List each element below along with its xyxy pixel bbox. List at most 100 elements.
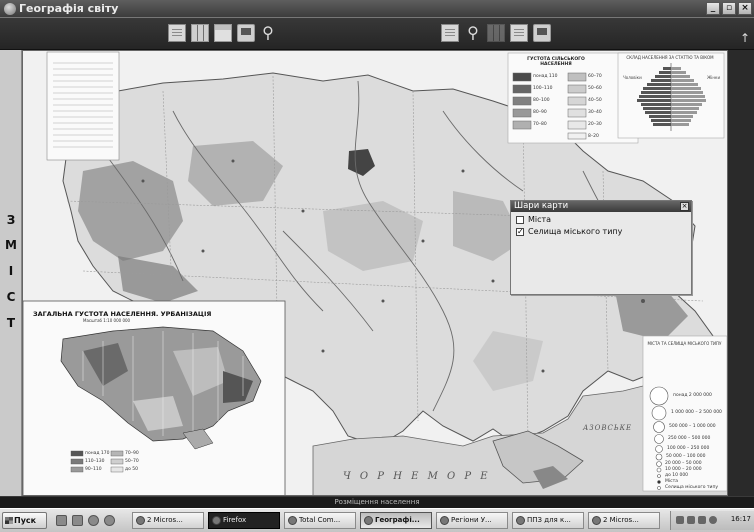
layers-panel-close-button[interactable]: ×: [680, 202, 689, 211]
inset-map-title: ЗАГАЛЬНА ГУСТОТА НАСЕЛЕННЯ. УРБАНІЗАЦІЯ: [33, 310, 212, 318]
monitor-icon[interactable]: [237, 24, 255, 42]
table-view-icon[interactable]: [214, 24, 232, 42]
density-legend-item: 50–60: [588, 86, 602, 91]
density-legend-item: 8–20: [588, 134, 599, 139]
document-icon[interactable]: [168, 24, 186, 42]
grid-view-icon[interactable]: [191, 24, 209, 42]
layers-panel-title[interactable]: Шари карти: [511, 201, 691, 212]
regions-app-icon: [440, 516, 449, 525]
system-tray: 16:17: [670, 511, 754, 530]
layer-label-urban-settlements: Селища міського типу: [528, 227, 623, 236]
clock[interactable]: 16:17: [730, 515, 751, 523]
density-legend-item: 100–110: [533, 86, 553, 91]
density-legend-item: 40–50: [588, 98, 602, 103]
density-legend-item: 20–30: [588, 122, 602, 127]
pyramid-women-label: Жінки: [707, 75, 721, 80]
software-app-icon: [516, 516, 525, 525]
layer-row-cities[interactable]: Міста: [516, 215, 551, 224]
density-legend-item: понад 110: [533, 74, 558, 79]
taskbar-item[interactable]: ППЗ для к...: [512, 512, 584, 529]
print-icon[interactable]: [533, 24, 551, 42]
side-panel[interactable]: З М І С Т: [0, 50, 22, 496]
taskbar-item[interactable]: Total Com...: [284, 512, 356, 529]
taskbar-item-label: Total Com...: [299, 516, 341, 524]
toolbar: ⚲ ⚲: [0, 18, 754, 50]
taskbar-item-label: Географі...: [375, 516, 420, 524]
geography-app-icon: [364, 516, 373, 525]
minimize-button[interactable]: _: [706, 2, 720, 15]
inset-legend-item: понад 170: [85, 451, 110, 456]
pages-icon[interactable]: [510, 24, 528, 42]
quicklaunch-browser-icon[interactable]: [88, 515, 99, 526]
inset-legend-item: 90–110: [85, 467, 102, 472]
windows-logo-icon: [5, 517, 13, 524]
links-icon[interactable]: ⚲: [262, 23, 274, 42]
quicklaunch-media-icon[interactable]: [104, 515, 115, 526]
taskbar-item[interactable]: Регіони У...: [436, 512, 508, 529]
tray-language-icon[interactable]: [698, 516, 706, 524]
map-drawing: [23, 51, 727, 495]
cities-legend-item: 500 000 – 1 000 000: [669, 424, 716, 429]
scroll-up-icon[interactable]: ↑: [740, 31, 751, 45]
cities-legend-title: МІСТА ТА СЕЛИЩА МІСЬКОГО ТИПУ: [647, 341, 722, 346]
window-controls: _ ▫ ×: [706, 2, 752, 15]
word-icon: [136, 516, 145, 525]
tray-volume-icon[interactable]: [709, 516, 717, 524]
taskbar-item-label: 2 Micros...: [147, 516, 183, 524]
black-sea-label: Ч О Р Н Е М О Р Е: [343, 471, 491, 482]
quicklaunch-desktop-icon[interactable]: [56, 515, 67, 526]
right-margin: [728, 50, 754, 496]
age-pyramid: [637, 63, 706, 131]
side-letter: З: [6, 213, 16, 227]
layer-label-cities: Міста: [528, 215, 552, 224]
taskbar-item-label: Firefox: [223, 516, 247, 524]
start-button[interactable]: Пуск: [2, 512, 47, 529]
total-commander-icon: [288, 516, 297, 525]
taskbar-item[interactable]: 2 Micros...: [588, 512, 660, 529]
layer-checkbox-cities[interactable]: [516, 215, 524, 224]
side-letter: М: [5, 238, 17, 252]
density-legend-item: 70–80: [533, 122, 547, 127]
cities-legend-item: 250 000 – 500 000: [668, 436, 711, 441]
taskbar-item-active[interactable]: Географі...: [360, 512, 432, 529]
side-letter: І: [8, 264, 14, 278]
zoom-icon[interactable]: ⚲: [467, 23, 479, 42]
density-legend-item: 80–100: [533, 98, 550, 103]
cities-legend-item: 1 000 000 – 2 500 000: [671, 410, 722, 415]
tray-network-icon[interactable]: [676, 516, 684, 524]
title-bar: Географія світу _ ▫ ×: [0, 0, 754, 18]
density-legend-item: 30–40: [588, 110, 602, 115]
close-button[interactable]: ×: [738, 2, 752, 15]
taskbar: Пуск 2 Micros... Firefox Total Com... Ге…: [0, 508, 754, 532]
inset-legend-item: 70–90: [125, 451, 139, 456]
taskbar-item[interactable]: 2 Micros...: [132, 512, 204, 529]
layer-row-urban-settlements[interactable]: ✓ Селища міського типу: [516, 227, 622, 236]
status-text: Розміщення населення: [334, 498, 420, 506]
density-legend-item: 60–70: [588, 74, 602, 79]
layer-checkbox-urban-settlements[interactable]: ✓: [516, 226, 524, 236]
cities-legend-item: понад 2 000 000: [673, 393, 712, 398]
inset-legend-item: 50–70: [125, 459, 139, 464]
taskbar-item-label: ППЗ для к...: [527, 516, 571, 524]
cities-legend-item: 100 000 – 250 000: [667, 446, 710, 451]
map-layers-panel[interactable]: Шари карти × Міста ✓ Селища міського тип…: [510, 200, 692, 295]
azov-sea-label: АЗОВСЬКЕ: [583, 424, 633, 432]
age-pyramid-title: СКЛАД НАСЕЛЕННЯ ЗА СТАТТЮ ТА ВІКОМ: [626, 55, 714, 60]
inset-legend-item: до 50: [125, 467, 139, 472]
quicklaunch-save-icon[interactable]: [72, 515, 83, 526]
word-icon: [592, 516, 601, 525]
taskbar-item[interactable]: Firefox: [208, 512, 280, 529]
taskbar-item-label: 2 Micros...: [603, 516, 639, 524]
start-label: Пуск: [14, 516, 37, 525]
export-icon[interactable]: [441, 24, 459, 42]
density-legend-item: 80–90: [533, 110, 547, 115]
map-canvas[interactable]: ЗАГАЛЬНА ГУСТОТА НАСЕЛЕННЯ. УРБАНІЗАЦІЯ …: [22, 50, 728, 496]
tray-antivirus-icon[interactable]: [687, 516, 695, 524]
inset-map-scale: Масштаб 1:10 000 000: [83, 318, 131, 323]
inset-legend-item: 110–130: [85, 459, 105, 464]
maximize-button[interactable]: ▫: [722, 2, 736, 15]
density-legend-title: ГУСТОТА СІЛЬСЬКОГО НАСЕЛЕННЯ: [527, 57, 585, 67]
cities-legend-item: 50 000 – 100 000: [666, 454, 706, 459]
side-letter: Т: [6, 316, 16, 330]
